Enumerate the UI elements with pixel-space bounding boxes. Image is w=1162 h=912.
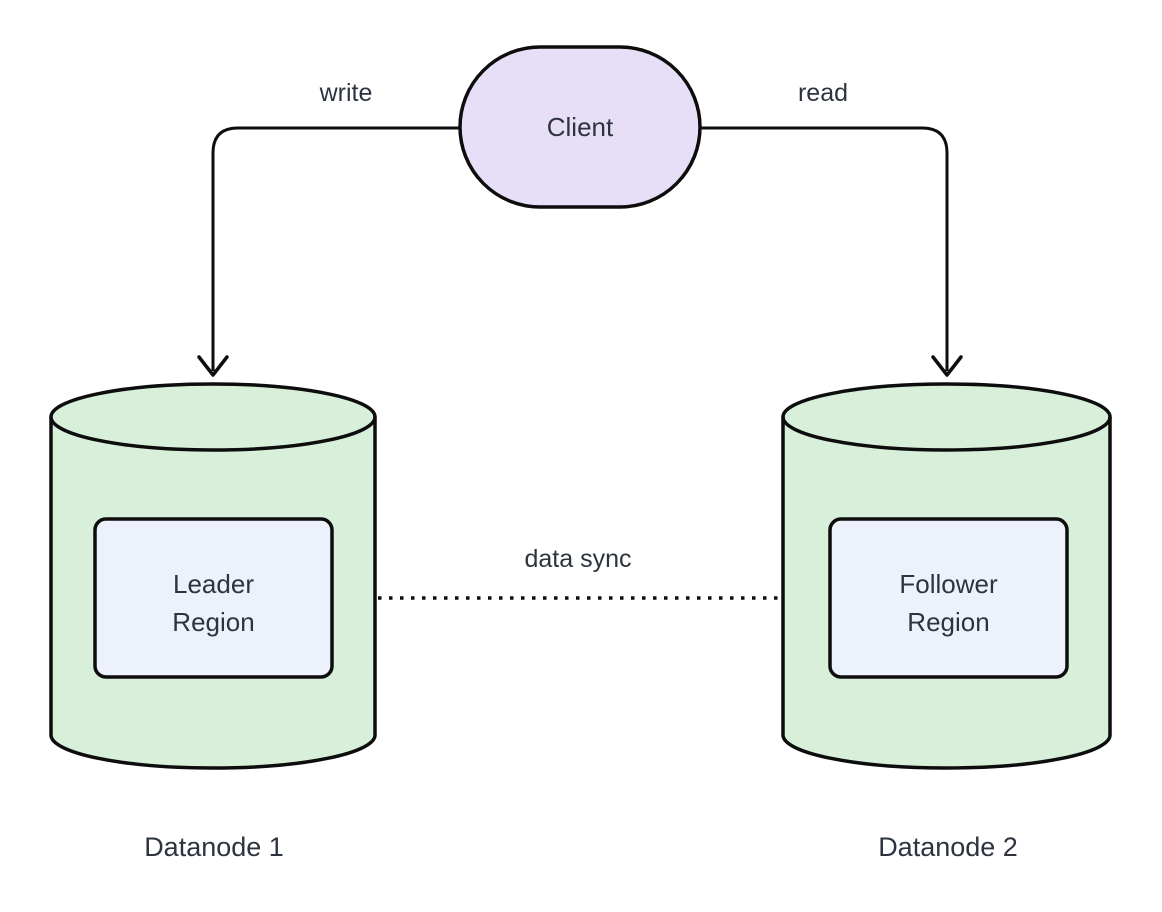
follower-region-shape	[828, 517, 1069, 679]
datanode2-cylinder-top	[781, 416, 1112, 452]
follower-region-label-line2: Region	[907, 607, 989, 637]
leader-region-label-line2: Region	[172, 607, 254, 637]
leader-region-node: Leader Region	[93, 517, 334, 679]
follower-region-node: Follower Region	[828, 517, 1069, 679]
follower-region-label-line1: Follower	[899, 569, 998, 599]
data-sync-edge-label: data sync	[524, 545, 631, 573]
leader-region-label-line1: Leader	[173, 569, 254, 599]
client-node: Client	[458, 45, 702, 209]
write-edge-line	[211, 126, 460, 371]
datanode1-cylinder-top	[49, 416, 377, 452]
write-edge-arrowhead	[197, 355, 229, 377]
client-label: Client	[547, 112, 614, 142]
read-edge: read	[700, 79, 963, 377]
data-sync-edge: data sync	[345, 545, 823, 614]
write-edge: write	[197, 79, 460, 377]
datanode2-node: Follower Region Datanode 2	[781, 382, 1112, 862]
client-shape	[458, 45, 702, 209]
write-edge-label: write	[319, 79, 373, 107]
datanode1-label: Datanode 1	[144, 832, 284, 862]
datanode2-label: Datanode 2	[878, 832, 1018, 862]
read-edge-line	[700, 126, 949, 371]
datanode1-node: Leader Region Datanode 1	[49, 382, 377, 862]
read-edge-label: read	[798, 79, 848, 107]
read-edge-arrowhead	[931, 355, 963, 377]
leader-region-shape	[93, 517, 334, 679]
